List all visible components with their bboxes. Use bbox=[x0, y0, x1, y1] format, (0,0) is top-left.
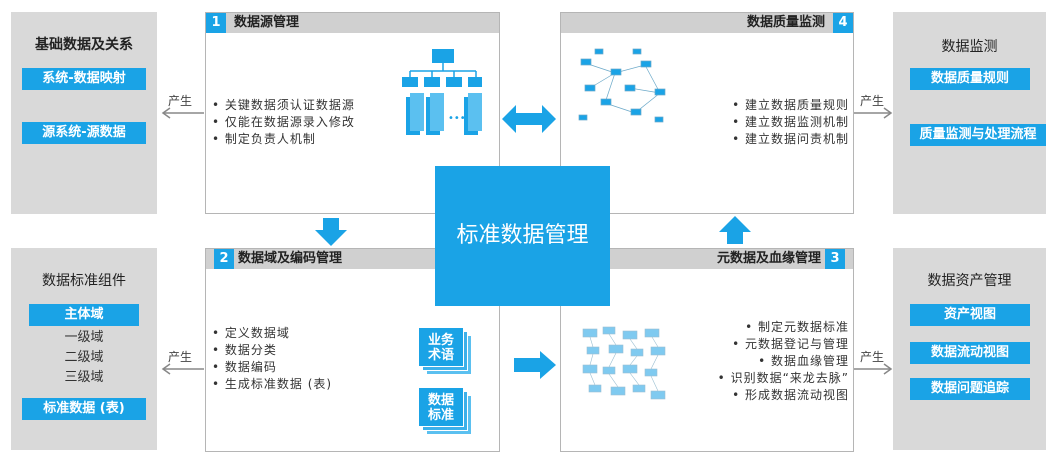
q2-bullet: • 生成标准数据 (表) bbox=[212, 377, 333, 391]
right-arrow-icon bbox=[514, 351, 556, 379]
q1-header bbox=[206, 13, 499, 33]
business-term-card: 业务术语 bbox=[418, 327, 464, 367]
data-standard-card: 数据标准 bbox=[418, 387, 464, 427]
q1-bullet: • 关键数据须认证数据源 bbox=[212, 98, 355, 112]
level3-domain: 三级域 bbox=[64, 370, 104, 385]
monitoring-process-pill: 质量监测与处理流程 bbox=[910, 124, 1046, 146]
standard-data-management-center: 标准数据管理 bbox=[435, 166, 610, 306]
arrow-right-icon bbox=[854, 107, 893, 119]
q3-bullet: • 数据血缘管理 bbox=[758, 354, 849, 368]
q3-title: 元数据及血缘管理 bbox=[716, 251, 821, 266]
q2-domain-coding-box: 2 数据域及编码管理 • 定义数据域 • 数据分类 • 数据编码 • 生成标准数… bbox=[205, 248, 500, 452]
data-monitoring-panel: 数据监测 数据质量规则 质量监测与处理流程 bbox=[893, 12, 1046, 214]
q2-number: 2 bbox=[214, 249, 234, 269]
standard-components-title: 数据标准组件 bbox=[42, 273, 126, 289]
down-arrow-icon bbox=[315, 218, 347, 246]
produce-label-right-top: 产生 bbox=[860, 94, 885, 108]
q1-title: 数据源管理 bbox=[234, 15, 300, 30]
q3-bullet: • 制定元数据标准 bbox=[745, 320, 849, 334]
standard-table-pill: 标准数据 (表) bbox=[22, 398, 146, 420]
data-asset-panel: 数据资产管理 资产视图 数据流动视图 数据问题追踪 bbox=[893, 248, 1046, 450]
source-system-data-pill: 源系统-源数据 bbox=[22, 122, 146, 144]
q3-bullet: • 元数据登记与管理 bbox=[732, 337, 849, 351]
arrow-left-icon bbox=[161, 363, 204, 375]
q4-bullet: • 建立数据质量规则 bbox=[732, 98, 849, 112]
q4-number: 4 bbox=[833, 13, 853, 33]
produce-label-left-bottom: 产生 bbox=[168, 350, 193, 364]
q3-header bbox=[561, 249, 853, 269]
arrow-right-icon bbox=[854, 363, 893, 375]
data-asset-title: 数据资产管理 bbox=[927, 273, 1012, 289]
lineage-graph-icon bbox=[582, 326, 666, 400]
level1-domain: 一级域 bbox=[64, 330, 104, 345]
data-issue-tracking-pill: 数据问题追踪 bbox=[910, 378, 1030, 400]
q3-bullet: • 形成数据流动视图 bbox=[732, 388, 849, 402]
q1-bullet: • 制定负责人机制 bbox=[212, 132, 316, 146]
q1-data-source-box: 1 数据源管理 • 关键数据须认证数据源 • 仅能在数据源录入修改 • 制定负责… bbox=[205, 12, 500, 214]
standard-components-panel: 数据标准组件 主体域 一级域 二级域 三级域 标准数据 (表) bbox=[11, 248, 157, 450]
produce-label-right-bottom: 产生 bbox=[860, 350, 885, 364]
asset-view-pill: 资产视图 bbox=[910, 304, 1030, 326]
svg-text:•••: ••• bbox=[448, 113, 466, 124]
q4-title: 数据质量监测 bbox=[746, 15, 825, 30]
q3-bullets: • 制定元数据标准 • 元数据登记与管理 • 数据血缘管理 • 识别数据“来龙去… bbox=[718, 319, 849, 404]
q2-bullet: • 数据分类 bbox=[212, 343, 277, 357]
data-flow-view-pill: 数据流动视图 bbox=[910, 342, 1030, 364]
level2-domain: 二级域 bbox=[64, 350, 104, 365]
base-data-title: 基础数据及关系 bbox=[35, 37, 133, 53]
hierarchy-icon: ••• bbox=[402, 49, 482, 135]
up-arrow-icon bbox=[719, 216, 751, 244]
base-data-panel: 基础数据及关系 系统-数据映射 源系统-源数据 bbox=[11, 12, 157, 214]
q2-title: 数据域及编码管理 bbox=[238, 251, 343, 266]
q1-bullet: • 仅能在数据源录入修改 bbox=[212, 115, 355, 129]
q1-bullets: • 关键数据须认证数据源 • 仅能在数据源录入修改 • 制定负责人机制 bbox=[212, 97, 355, 148]
system-data-mapping-pill: 系统-数据映射 bbox=[22, 68, 146, 90]
q4-bullet: • 建立数据监测机制 bbox=[732, 115, 849, 129]
quality-rules-pill: 数据质量规则 bbox=[910, 68, 1030, 90]
q4-bullet: • 建立数据问责机制 bbox=[732, 132, 849, 146]
q1-number: 1 bbox=[206, 13, 226, 33]
q2-bullet: • 定义数据域 bbox=[212, 326, 290, 340]
q2-header bbox=[206, 249, 499, 269]
center-label: 标准数据管理 bbox=[456, 223, 589, 248]
data-monitoring-title: 数据监测 bbox=[941, 39, 998, 55]
q2-bullets: • 定义数据域 • 数据分类 • 数据编码 • 生成标准数据 (表) bbox=[212, 325, 332, 393]
subject-domain-pill: 主体域 bbox=[29, 304, 139, 326]
arrow-left-icon bbox=[161, 107, 204, 119]
q2-bullet: • 数据编码 bbox=[212, 360, 277, 374]
double-arrow-icon bbox=[502, 105, 556, 133]
q3-number: 3 bbox=[825, 249, 845, 269]
q4-bullets: • 建立数据质量规则 • 建立数据监测机制 • 建立数据问责机制 bbox=[732, 97, 849, 148]
q4-header bbox=[561, 13, 853, 33]
produce-label-left-top: 产生 bbox=[168, 94, 193, 108]
q3-bullet: • 识别数据“来龙去脉” bbox=[717, 371, 849, 385]
network-graph-icon bbox=[578, 48, 666, 123]
